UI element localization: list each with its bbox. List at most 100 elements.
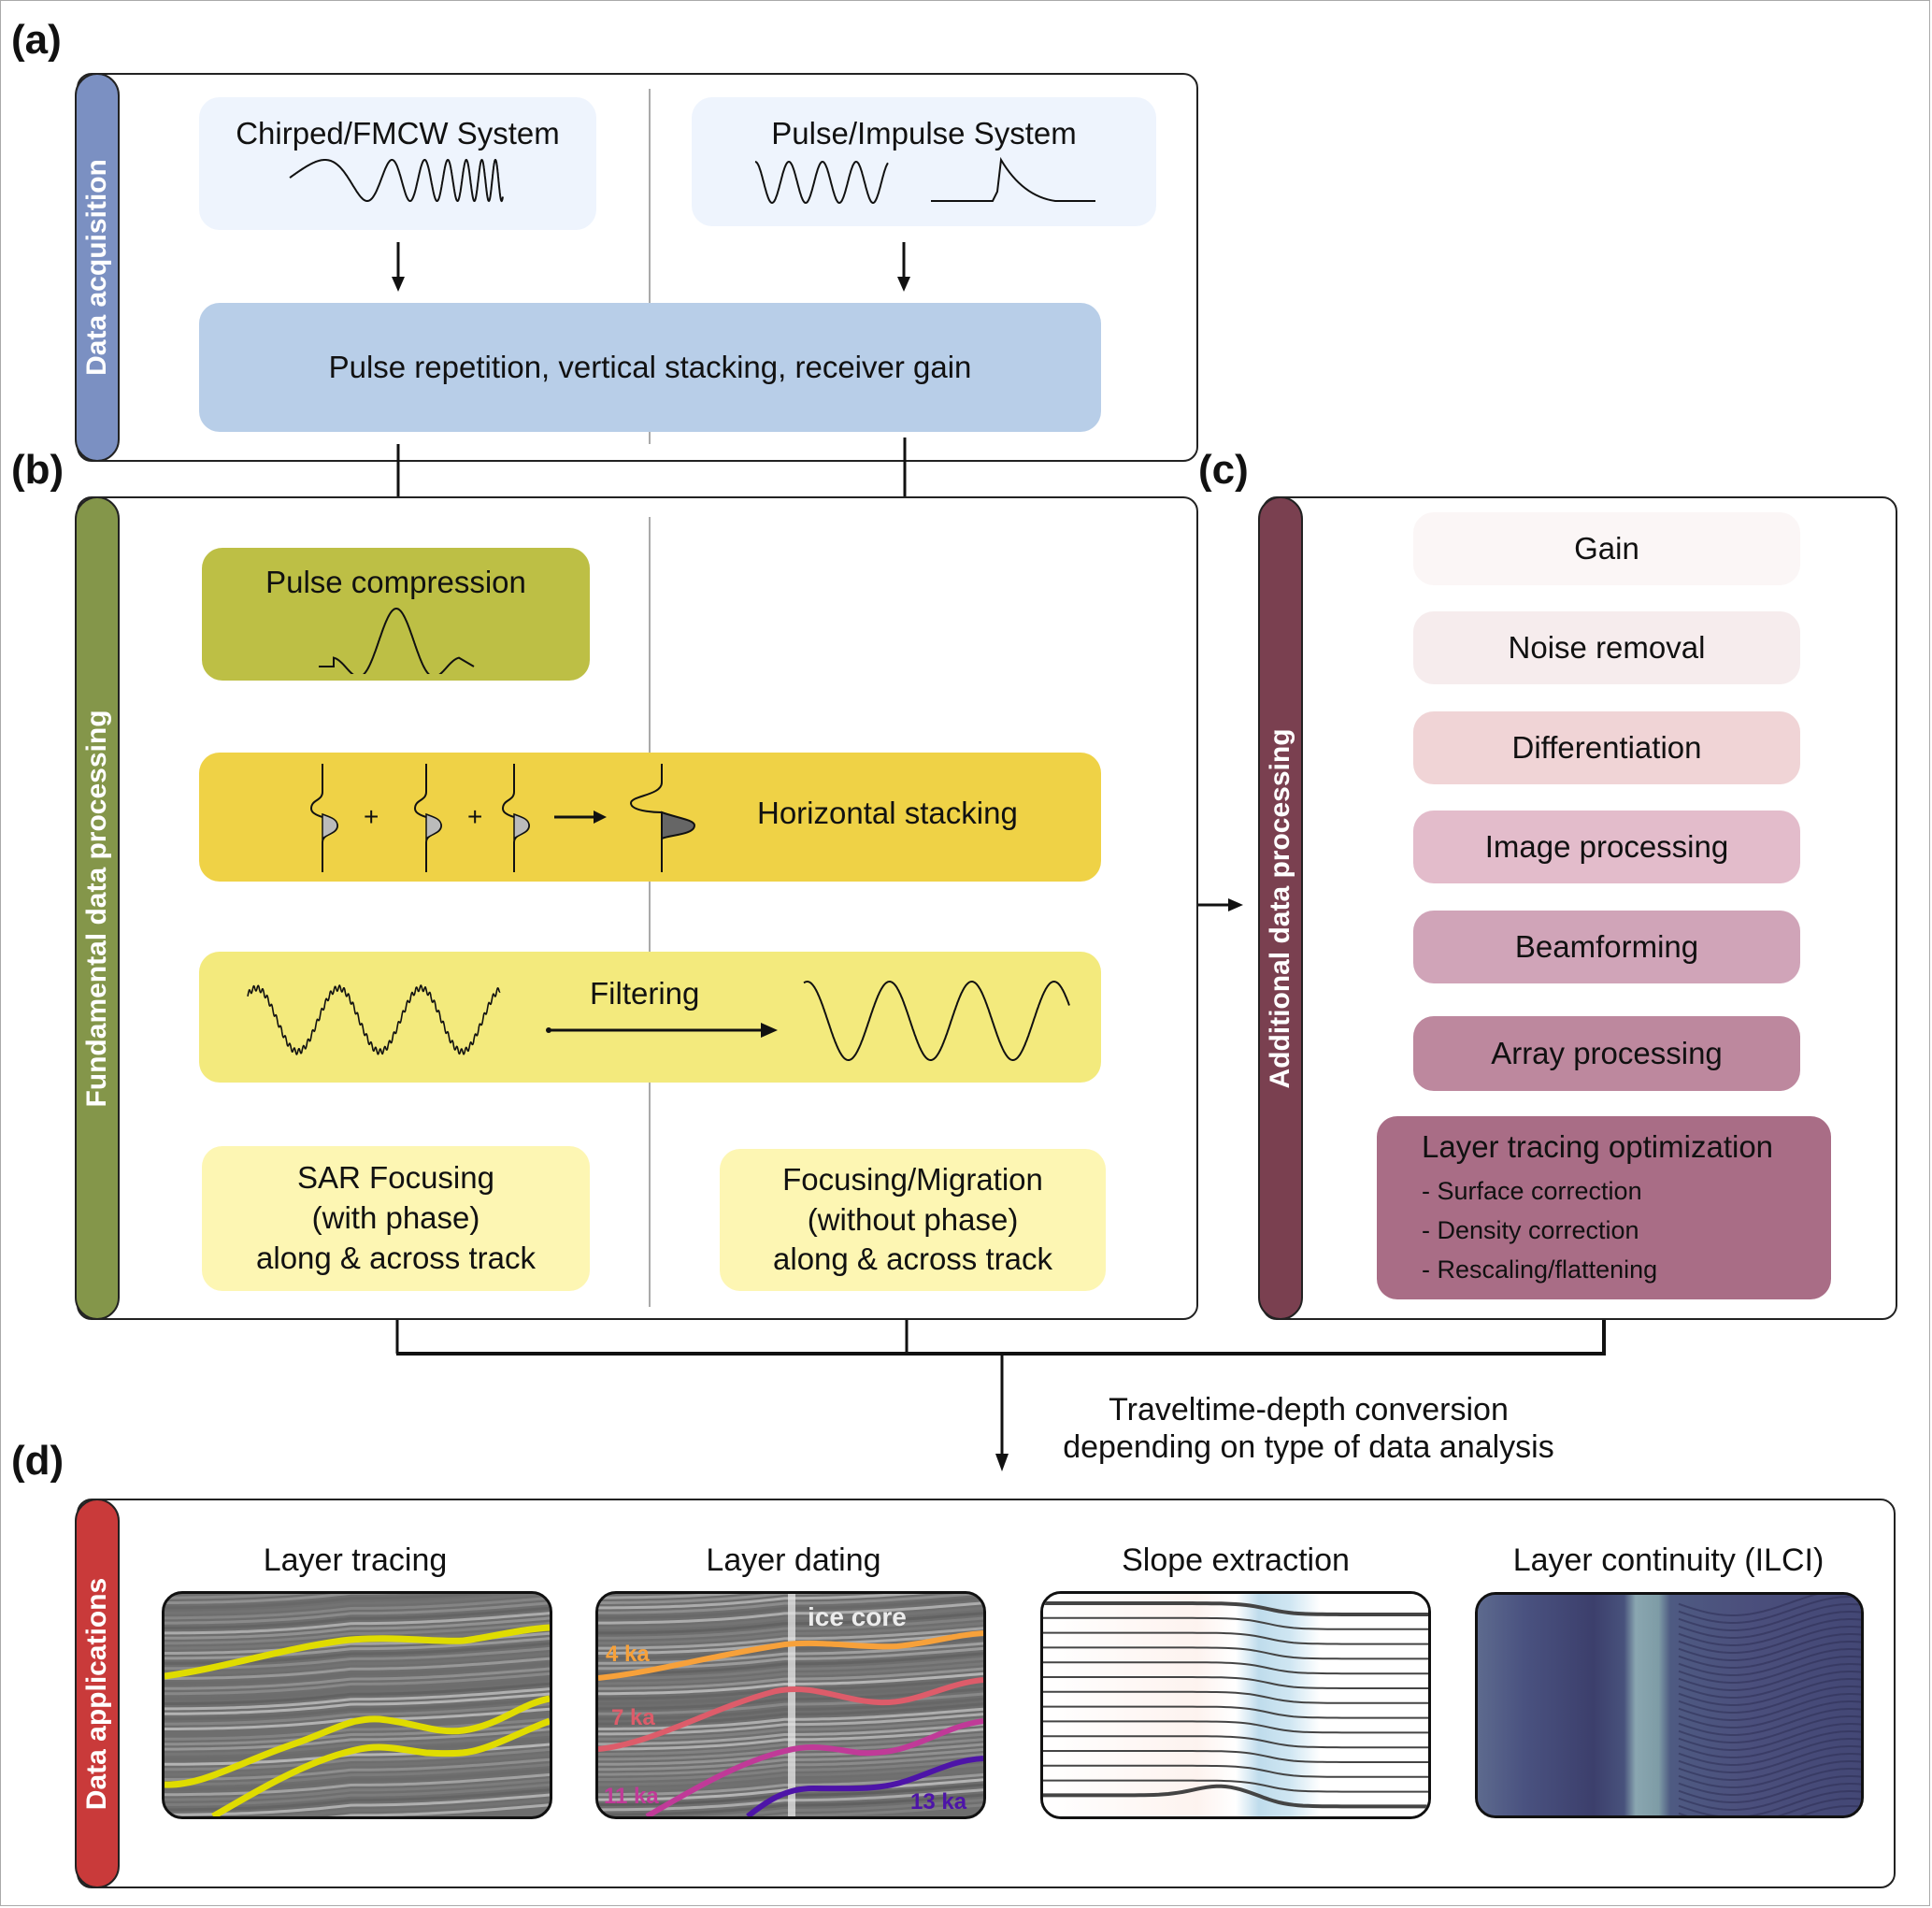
layer-continuity-title: Layer continuity (ILCI) <box>1512 1542 1825 1578</box>
beamforming-box: Beamforming <box>1413 911 1800 983</box>
slope-layer-line <box>1043 1601 1428 1616</box>
stacked-result-trace-icon <box>629 764 696 872</box>
conversion-note-line-2: depending on type of data analysis <box>1063 1429 1554 1465</box>
radar-reflection-band <box>598 1594 741 1600</box>
dated-layer-11ka <box>645 1718 983 1816</box>
panel-c-letter: (c) <box>1198 447 1249 493</box>
clean-sine-waveform-icon <box>803 981 1070 1061</box>
conversion-note-line-1: Traveltime-depth conversion <box>1109 1392 1509 1427</box>
ilci-texture-line <box>1678 1648 1861 1676</box>
lto-bullet-rescaling-flattening: - Rescaling/flattening <box>1422 1255 1658 1284</box>
radar-reflection-band <box>165 1772 550 1797</box>
differentiation-label: Differentiation <box>1511 729 1702 765</box>
age-label-13ka: 13 ka <box>910 1789 967 1815</box>
traced-layer-3 <box>211 1717 550 1816</box>
ilci-texture-line <box>1678 1775 1861 1803</box>
noise-removal-label: Noise removal <box>1508 629 1706 665</box>
layer-continuity-image <box>1475 1592 1864 1818</box>
ilci-texture-line <box>1678 1783 1861 1811</box>
radar-reflection-band <box>165 1778 550 1801</box>
traveltime-depth-conversion-note: Traveltime-depth conversion depending on… <box>1028 1391 1589 1466</box>
pulse-compression-box: Pulse compression <box>202 548 590 681</box>
lto-bullet-density-correction: - Density correction <box>1422 1215 1639 1244</box>
radargram-with-dated-layers-image: ice core 4 ka 7 ka 11 ka 13 ka <box>598 1594 983 1816</box>
panel-a-letter: (a) <box>11 17 62 63</box>
filtering-label: Filtering <box>590 976 700 1011</box>
layer-tracing-title: Layer tracing <box>263 1542 448 1578</box>
radar-reflection-band <box>165 1692 550 1715</box>
radar-reflection-band <box>165 1728 550 1751</box>
focusing-migration-line-2: (without phase) <box>807 1201 1019 1237</box>
lto-bullet-surface-correction: - Surface correction <box>1422 1176 1642 1205</box>
panel-b-letter: (b) <box>11 447 64 493</box>
ilci-texture-line <box>1678 1760 1861 1788</box>
radar-reflection-band <box>165 1616 550 1640</box>
radar-reflection-band <box>165 1596 550 1620</box>
layer-tracing-radargram <box>162 1591 552 1819</box>
ilci-texture-line <box>1678 1730 1861 1758</box>
slope-extraction-title: Slope extraction <box>1122 1542 1350 1578</box>
radar-reflection-band <box>165 1657 550 1680</box>
noise-removal-box: Noise removal <box>1413 611 1800 684</box>
slope-layer-line <box>1043 1705 1428 1719</box>
gain-box: Gain <box>1413 512 1800 585</box>
ilci-texture-line <box>1678 1708 1861 1736</box>
ilci-texture-line <box>1678 1693 1861 1721</box>
radar-reflection-band <box>165 1722 550 1746</box>
radar-reflection-band <box>165 1732 550 1756</box>
age-label-4ka: 4 ka <box>606 1642 650 1667</box>
panel-d-letter: (d) <box>11 1438 64 1484</box>
layer-tracing-optimization-title: Layer tracing optimization <box>1422 1129 1774 1164</box>
image-processing-box: Image processing <box>1413 811 1800 883</box>
radar-reflection-band <box>165 1594 493 1610</box>
radar-reflection-band <box>165 1677 550 1700</box>
ilci-texture-line <box>1678 1753 1861 1781</box>
slope-layer-line <box>1043 1735 1428 1749</box>
slope-layer-line <box>1043 1646 1428 1660</box>
filtering-arrow-icon <box>546 1023 778 1038</box>
slope-extraction-image <box>1040 1591 1431 1819</box>
ilci-texture-line <box>1678 1738 1861 1766</box>
slope-layer-line <box>1043 1661 1428 1675</box>
panel-b-sidebar-label: Fundamental data processing <box>81 709 112 1108</box>
ilci-texture-line <box>1678 1798 1861 1815</box>
chirped-fmcw-system-box: Chirped/FMCW System <box>199 97 596 230</box>
focusing-migration-box: Focusing/Migration (without phase) along… <box>720 1149 1106 1291</box>
focusing-migration-line-3: along & across track <box>773 1241 1052 1277</box>
radar-reflection-band <box>257 1798 550 1816</box>
ilci-texture-line <box>1678 1596 1861 1624</box>
panel-b-sidebar: Fundamental data processing <box>75 496 120 1320</box>
ilci-texture-line <box>1678 1641 1861 1669</box>
traced-layer-2 <box>165 1695 550 1788</box>
array-processing-label: Array processing <box>1491 1035 1723 1070</box>
ilci-texture-line <box>1678 1663 1861 1691</box>
panel-b-divider <box>649 517 651 1307</box>
ilci-texture-line <box>1678 1611 1861 1639</box>
dated-layer-13ka <box>746 1756 983 1816</box>
ilci-texture-line <box>1678 1715 1861 1743</box>
layer-tracing-optimization-box: Layer tracing optimization - Surface cor… <box>1377 1116 1831 1299</box>
radar-reflection-band <box>165 1621 550 1645</box>
slope-layer-line <box>1043 1779 1428 1793</box>
radar-reflection-band <box>165 1793 550 1816</box>
pulse-impulse-system-box: Pulse/Impulse System <box>692 97 1156 226</box>
ilci-texture-line <box>1678 1686 1861 1714</box>
plus-operator-1: + <box>364 802 379 831</box>
pulse-repetition-box: Pulse repetition, vertical stacking, rec… <box>199 303 1101 432</box>
age-label-11ka: 11 ka <box>604 1784 659 1809</box>
image-processing-label: Image processing <box>1484 828 1729 864</box>
radar-reflection-band <box>165 1646 550 1671</box>
radar-reflection-band <box>327 1803 550 1816</box>
ilci-texture-line <box>1678 1595 1818 1616</box>
ilci-texture-line <box>1678 1656 1861 1684</box>
radar-reflection-band <box>165 1606 550 1629</box>
plus-operator-2: + <box>467 802 482 831</box>
ilci-texture-line <box>1678 1678 1861 1706</box>
stacked-traces-icon: + + <box>309 764 607 872</box>
gain-label: Gain <box>1574 530 1639 566</box>
radar-reflection-band <box>165 1652 550 1675</box>
ilci-texture-line <box>1678 1633 1861 1661</box>
sine-burst-waveform-icon <box>754 160 889 204</box>
impulse-waveform-icon <box>930 156 1095 202</box>
